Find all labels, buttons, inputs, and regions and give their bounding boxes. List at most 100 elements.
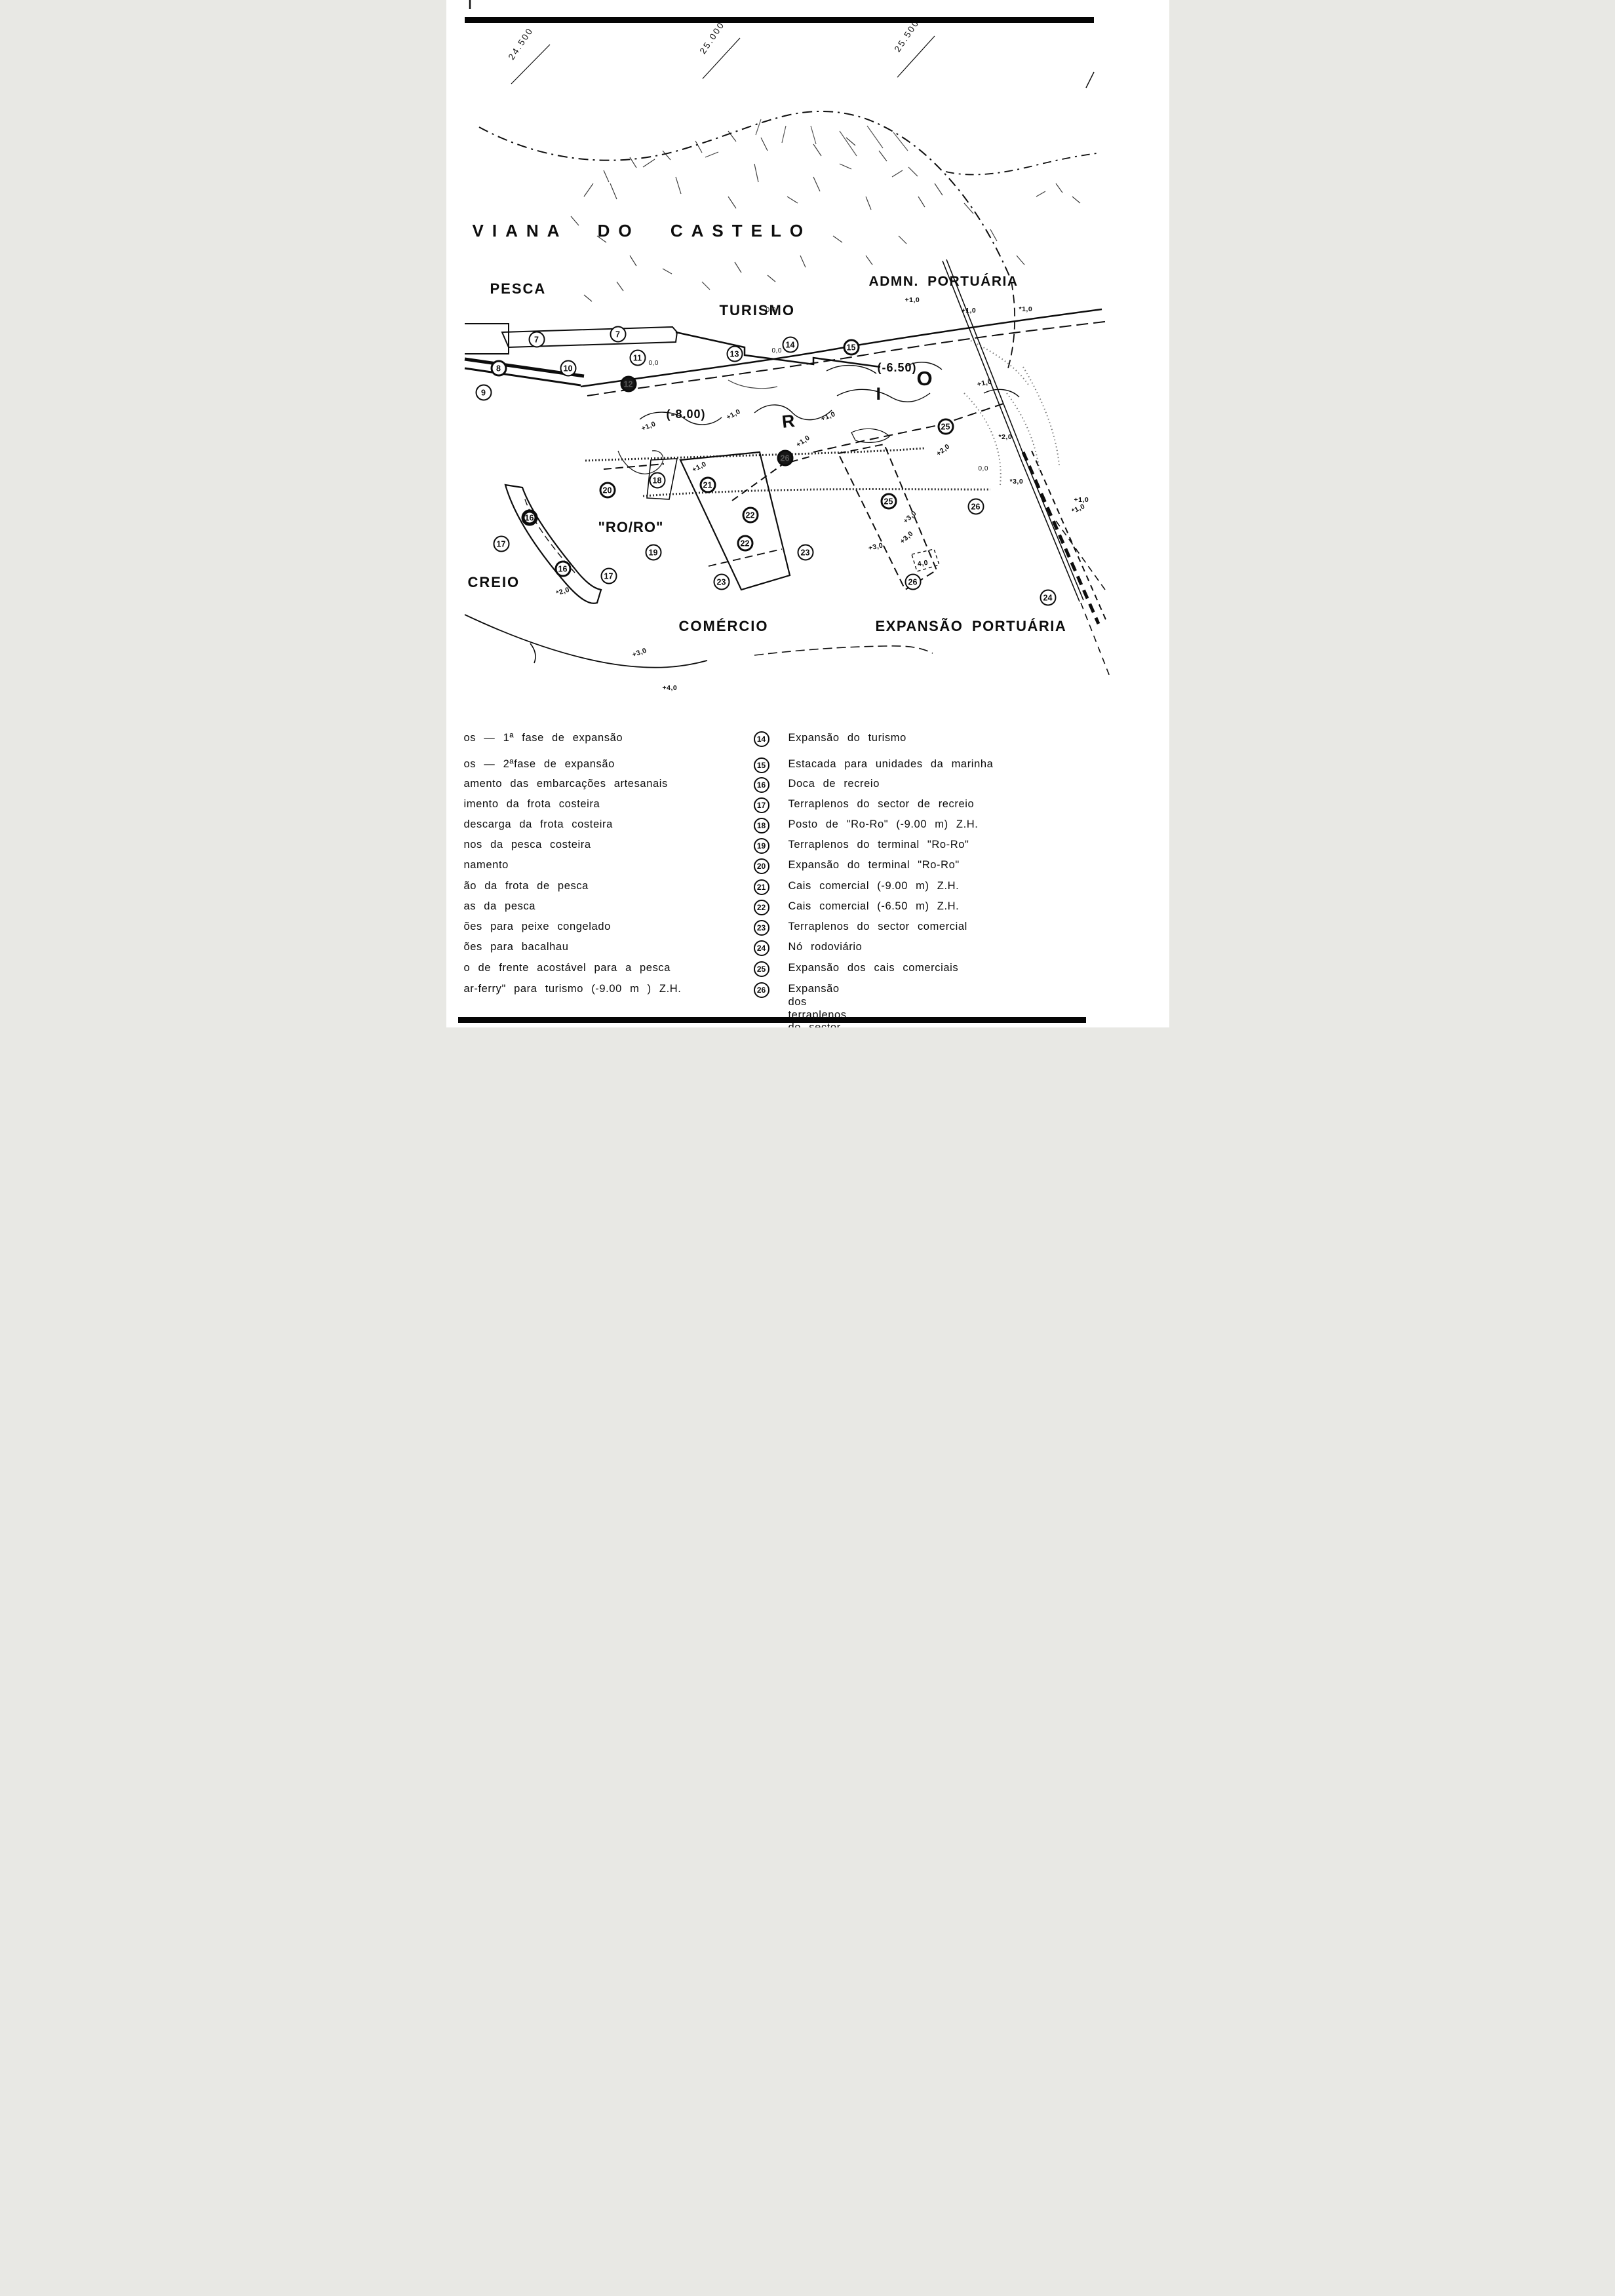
depth-mark: 0,0 (766, 307, 776, 314)
map-line-23 (1080, 602, 1110, 677)
map-line-24 (678, 451, 790, 591)
map-marker-19: 19 (645, 544, 661, 561)
map-marker-7: 7 (528, 331, 545, 348)
river-name-letter: R (780, 411, 796, 432)
legend-item-circle-26: 26 (753, 982, 769, 998)
legend-item-circle-19: 19 (753, 838, 769, 854)
river-name-letter: I (876, 384, 882, 404)
map-line-38 (639, 411, 722, 425)
map-marker-15: 15 (843, 339, 859, 356)
legend-item-circle-23: 23 (753, 920, 769, 936)
map-line-18 (642, 488, 990, 497)
legend-item-label-25: Expansão dos cais comerciais (788, 962, 959, 974)
map-marker-11: 11 (629, 349, 646, 366)
map-line-46 (617, 450, 663, 474)
area-label-expansao-portuaria: EXPANSÃO PORTUÁRIA (875, 618, 1067, 634)
map-marker-25: 25 (937, 418, 954, 435)
legend-item-circle-14: 14 (753, 731, 769, 747)
map-line-47 (963, 392, 1002, 486)
legend-left-item: imento da frota costeira (463, 798, 600, 810)
legend-item-circle-17: 17 (753, 797, 769, 813)
legend-left-item: ões para peixe congelado (463, 921, 611, 932)
map-marker-9: 9 (475, 384, 492, 401)
map-line-16 (587, 320, 1110, 396)
map-line-40 (836, 389, 930, 402)
map-line-17 (585, 447, 925, 462)
legend-item-label-19: Terraplenos do terminal "Ro-Ro" (788, 839, 969, 851)
map-marker-25: 25 (880, 493, 897, 510)
river-name-letter: O (916, 367, 933, 390)
map-marker-16: 16 (555, 560, 571, 577)
legend-item-label-22: Cais comercial (-6.50 m) Z.H. (788, 900, 960, 912)
legend-item-label-18: Posto de "Ro-Ro" (-9.00 m) Z.H. (788, 818, 979, 830)
map-title: VIANA DO CASTELO (472, 221, 812, 240)
map-marker-22: 22 (737, 535, 753, 552)
area-label-roro: "RO/RO" (598, 519, 664, 535)
map-marker-8: 8 (490, 360, 507, 377)
top-trim-bar (464, 17, 1094, 23)
legend-item-label-15: Estacada para unidades da marinha (788, 758, 994, 770)
depth-mark: +1,0 (905, 296, 920, 304)
legend-left-item: amento das embarcações artesanais (463, 778, 668, 790)
map-linework (464, 0, 1110, 677)
map-line-9 (754, 119, 908, 157)
legend-item-circle-20: 20 (753, 858, 769, 874)
depth-mark: 0,0 (978, 465, 988, 472)
depth-mark: +1,0 (961, 307, 977, 315)
map-line-4 (897, 35, 935, 78)
bottom-trim-bar (457, 1017, 1086, 1023)
map-line-13 (500, 326, 678, 349)
area-label-recreio: CREIO (467, 574, 520, 590)
area-label-turismo: TURISMO (719, 302, 795, 318)
map-line-12 (464, 367, 581, 387)
legend-item-circle-21: 21 (753, 879, 769, 895)
map-line-49 (1005, 392, 1040, 472)
map-marker-24: 24 (1040, 589, 1056, 606)
map-line-26 (646, 458, 678, 500)
depth-mark: *1,0 (1019, 305, 1033, 313)
map-line-8 (570, 130, 1080, 302)
legend-left-item: o de frente acostável para a pesca (463, 962, 671, 974)
legend-left-item: namento (463, 859, 509, 871)
depth-label-800: (-8.00) (666, 408, 706, 421)
depth-mark: 0,0 (771, 347, 782, 354)
map-line-42 (850, 428, 890, 443)
depth-label-650: (-6.50) (877, 361, 917, 374)
map-marker-10: 10 (560, 360, 576, 377)
map-marker-26: 26 (777, 450, 793, 467)
map-marker-20: 20 (599, 482, 615, 499)
legend-item-label-14: Expansão do turismo (788, 732, 906, 744)
legend-item-circle-25: 25 (753, 961, 769, 977)
legend-left-item: descarga da frota costeira (463, 818, 613, 830)
map-line-44 (905, 362, 942, 370)
legend-item-label-26: Expansão dos terraplenos do sector comer… (788, 983, 847, 1027)
depth-mark: *3,0 (1009, 478, 1024, 486)
map-marker-23: 23 (713, 573, 730, 590)
map-marker-16: 16 (521, 509, 537, 526)
legend-left-item: ões para bacalhau (463, 941, 569, 953)
legend-left-item: as da pesca (463, 900, 536, 912)
map-line-45 (728, 379, 777, 389)
map-line-34 (464, 614, 707, 668)
map-line-39 (754, 404, 832, 421)
map-line-25 (708, 548, 782, 567)
map-line-35 (754, 645, 933, 656)
map-line-28 (731, 455, 812, 501)
map-line-50 (970, 340, 1030, 387)
map-line-3 (702, 37, 740, 79)
map-marker-26: 26 (905, 573, 921, 590)
legend-item-circle-15: 15 (753, 757, 769, 773)
legend-left-item: ão da frota de pesca (463, 880, 589, 892)
map-line-48 (1022, 366, 1060, 466)
map-line-7 (1007, 281, 1015, 369)
map-line-1 (1085, 71, 1095, 88)
map-line-2 (511, 44, 550, 85)
legend-left-item: os — 1ª fase de expansão (463, 732, 623, 744)
legend-left-item: nos da pesca costeira (463, 839, 591, 851)
map-line-32 (503, 484, 602, 604)
legend-left-item: ar-ferry" para turismo (-9.00 m ) Z.H. (463, 983, 682, 995)
map-marker-22: 22 (742, 507, 758, 524)
map-marker-12: 12 (620, 375, 636, 392)
legend-item-label-16: Doca de recreio (788, 778, 880, 790)
